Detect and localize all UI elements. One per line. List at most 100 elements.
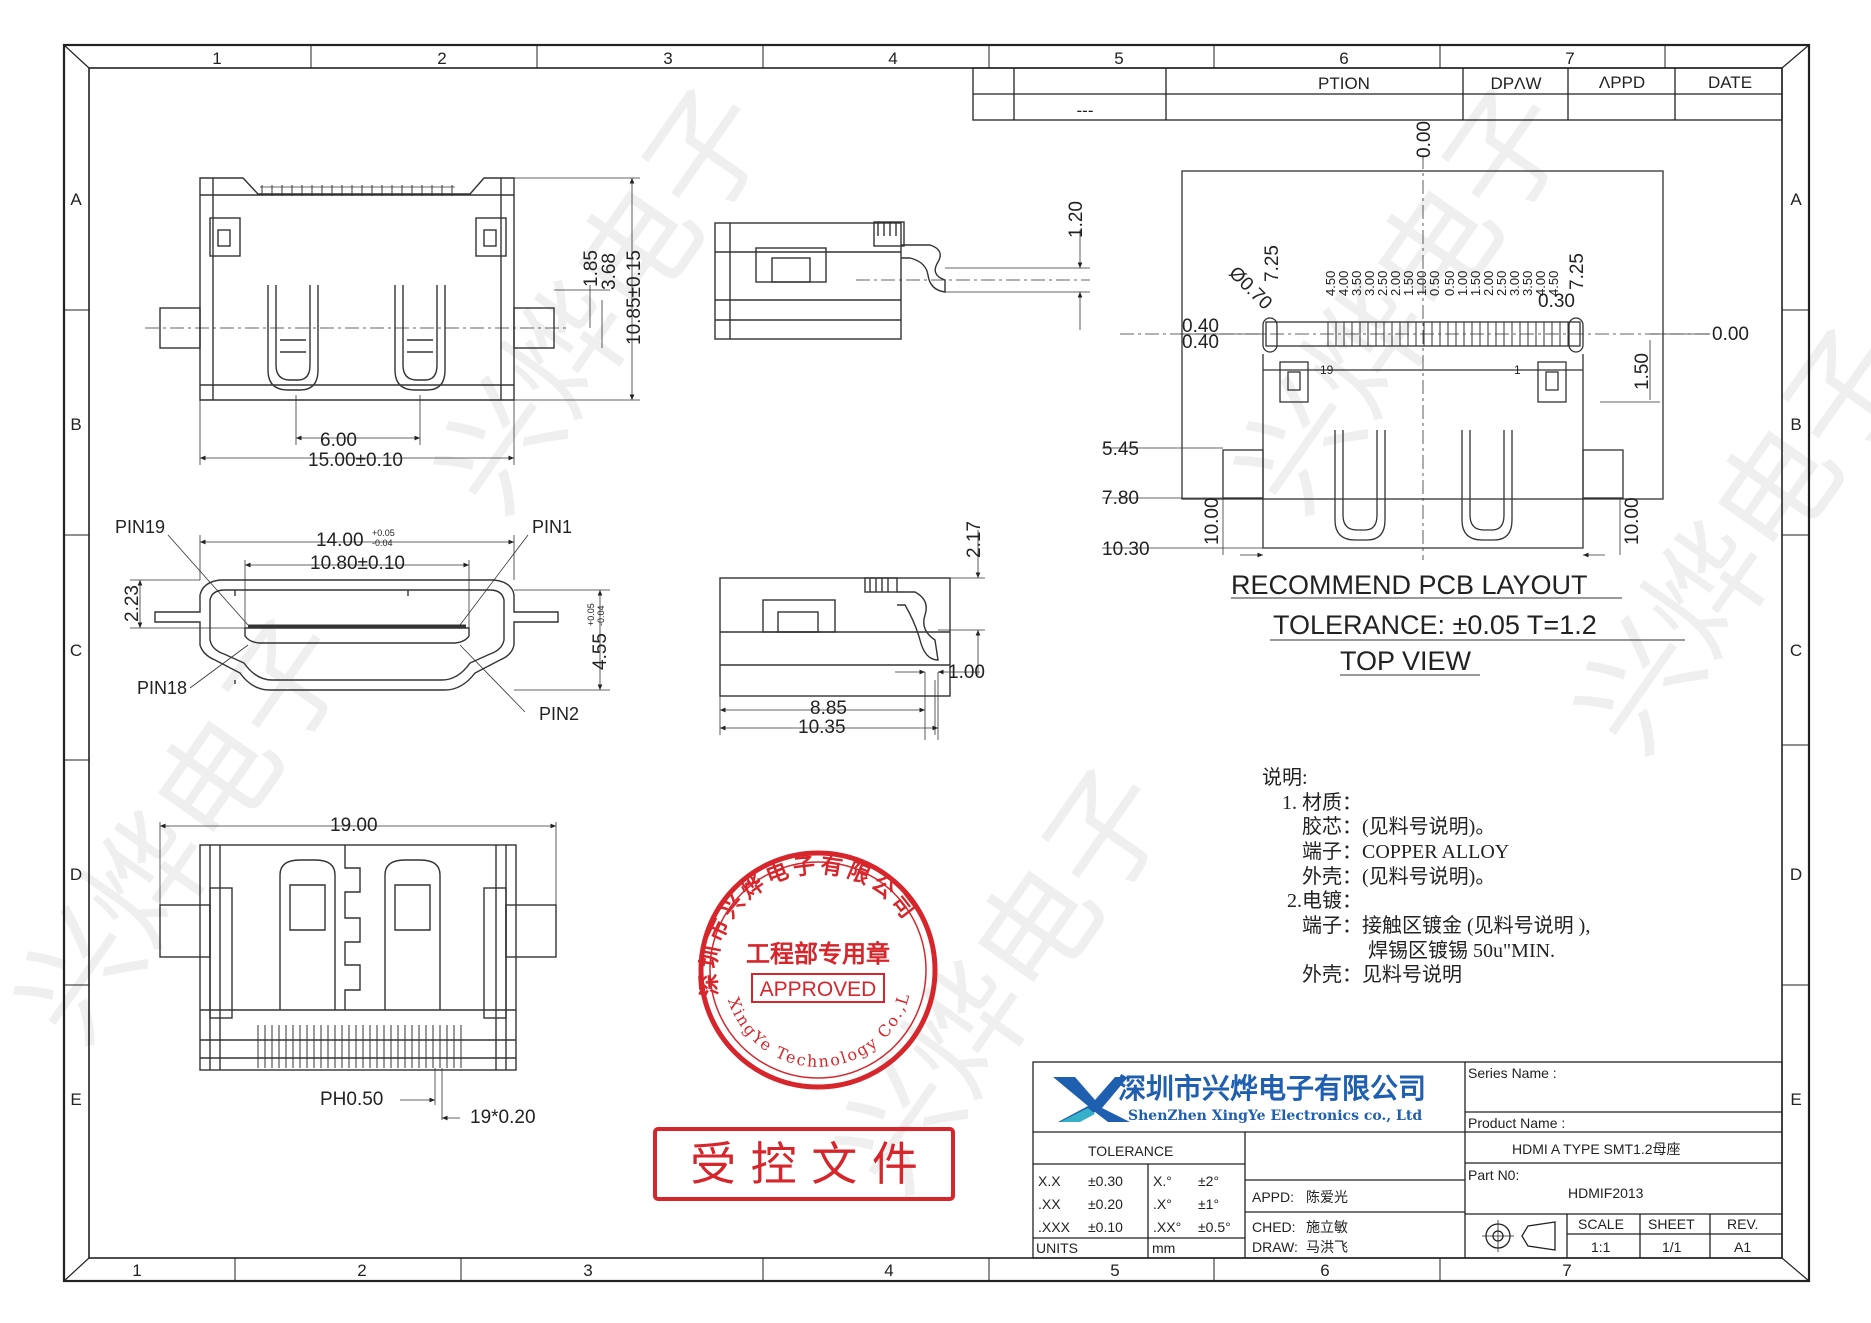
col-label: 5 <box>1114 49 1123 68</box>
pcb-col: 1.50 <box>1401 271 1416 296</box>
col-label: 1 <box>132 1261 141 1280</box>
dim-455: 4.55 <box>590 633 611 670</box>
stamp-approved: APPROVED <box>760 978 877 1001</box>
row-label: B <box>70 415 81 434</box>
tol-cell: ±1° <box>1198 1196 1219 1212</box>
col-label: 7 <box>1562 1261 1571 1280</box>
units-value: mm <box>1152 1240 1175 1256</box>
pcb-col: 2.50 <box>1494 271 1509 296</box>
pcb-title: RECOMMEND PCB LAYOUT <box>1231 570 1588 600</box>
pin19-label: PIN19 <box>115 517 165 537</box>
scale-value: 1:1 <box>1591 1239 1611 1255</box>
pcb-1000-left: 10.00 <box>1202 497 1223 545</box>
col-label: 3 <box>583 1261 592 1280</box>
pcb-view: TOP VIEW <box>1340 646 1472 676</box>
rev-header: PTION <box>1318 74 1370 93</box>
title-block <box>1032 1061 1783 1259</box>
border-frame <box>62 43 1811 1283</box>
pcb-col: 0.50 <box>1442 271 1457 296</box>
tol-cell: X.X <box>1038 1173 1061 1189</box>
col-label: 4 <box>888 49 897 68</box>
pcb-titles: RECOMMEND PCB LAYOUT TOLERANCE: ±0.05 T=… <box>1231 570 1597 676</box>
col-label: 1 <box>212 49 221 68</box>
notes-line: 外壳：见料号说明 <box>1302 963 1462 986</box>
draw-label: DRAW: <box>1252 1239 1298 1255</box>
tolerance-label: TOLERANCE <box>1088 1143 1173 1159</box>
pcb-col: 4.50 <box>1323 271 1338 296</box>
ched-label: CHED: <box>1252 1219 1296 1235</box>
row-label: B <box>1790 415 1801 434</box>
row-label: A <box>1790 190 1802 209</box>
col-label: 3 <box>663 49 672 68</box>
pcb-zero-top: 0.00 <box>1414 121 1435 158</box>
pcb-col: 0.50 <box>1427 271 1442 296</box>
pcb-1030: 10.30 <box>1102 539 1150 560</box>
pcb-col: 3.00 <box>1362 271 1377 296</box>
company-name-cn: 深圳市兴烨电子有限公司 <box>1118 1072 1426 1105</box>
pcb-tolerance: TOLERANCE: ±0.05 T=1.2 <box>1273 610 1597 640</box>
tol-cell: ±0.20 <box>1088 1196 1123 1212</box>
pcb-1000-right: 10.00 <box>1622 497 1643 545</box>
pcb-545: 5.45 <box>1102 439 1139 460</box>
notes-line: 端子：接触区镀金 (见料号说明 ), <box>1302 914 1590 937</box>
pcb-780: 7.80 <box>1102 488 1139 509</box>
controlled-stamp: 受 控 文 件 <box>653 1127 955 1201</box>
pcb-layout <box>1102 155 1710 676</box>
dim-185: 1.85 <box>581 250 602 287</box>
company-logo <box>1053 1077 1130 1122</box>
pcb-col: 4.00 <box>1336 271 1351 296</box>
col-label: 5 <box>1110 1261 1119 1280</box>
pcb-zero-right: 0.00 <box>1712 324 1749 345</box>
view-side-lower <box>719 530 985 740</box>
col-label: 4 <box>884 1261 893 1280</box>
scale-label: SCALE <box>1578 1216 1624 1232</box>
pcb-col: 2.00 <box>1481 271 1496 296</box>
pcb-030: 0.30 <box>1538 291 1575 312</box>
dim-6: 6.00 <box>320 430 357 451</box>
row-label: E <box>1790 1090 1801 1109</box>
pcb-040-a: 0.40 <box>1182 316 1219 337</box>
rev-label: REV. <box>1727 1216 1758 1232</box>
revision-table <box>972 67 1783 121</box>
pcb-col: 2.50 <box>1375 271 1390 296</box>
pcb-150: 1.50 <box>1632 353 1653 390</box>
pcb-725-left: 7.25 <box>1262 245 1283 282</box>
pcb-col: 4.50 <box>1546 271 1561 296</box>
product-name: HDMI A TYPE SMT1.2母座 <box>1512 1141 1681 1157</box>
notes-line: 胶芯：(见料号说明)。 <box>1302 815 1495 838</box>
pcb-col: 2.00 <box>1388 271 1403 296</box>
view1-dims: 6.00 15.00±0.10 1.85 3.68 10.85±0.15 <box>308 250 645 471</box>
frame-labels: 1 2 3 4 5 6 7 1 2 3 4 5 6 7 A B C D E A … <box>70 49 1802 1280</box>
notes-line: 外壳：(见料号说明)。 <box>1302 865 1495 888</box>
view4-dims: 2.17 1.00 8.85 10.35 <box>798 521 985 738</box>
rev-value: A1 <box>1734 1239 1751 1255</box>
view-side-upper <box>714 221 1090 340</box>
pcb-col: 3.50 <box>1349 271 1364 296</box>
ched-value: 施立敏 <box>1306 1219 1348 1235</box>
dim-14: 14.00 <box>316 530 364 551</box>
dim-368: 3.68 <box>599 253 620 290</box>
notes-block: 说明: 1. 材质： 胶芯：(见料号说明)。 端子：COPPER ALLOY 外… <box>1262 766 1590 986</box>
row-label: E <box>70 1090 81 1109</box>
tol-cell: .XX <box>1038 1196 1061 1212</box>
col-label: 6 <box>1339 49 1348 68</box>
pcb-col: 1.00 <box>1455 271 1470 296</box>
notes-line: 焊锡区镀锡 50u"MIN. <box>1368 939 1555 962</box>
company-name-en: ShenZhen XingYe Electronics co., Ltd <box>1128 1108 1422 1124</box>
dim-19x020: 19*0.20 <box>470 1107 536 1128</box>
row-label: D <box>1790 865 1802 884</box>
series-label: Series Name : <box>1468 1065 1557 1081</box>
dim-885: 8.85 <box>810 698 847 719</box>
dim-ph050: PH0.50 <box>320 1089 383 1110</box>
dim-455-tol-bot: -0.04 <box>596 605 606 626</box>
sheet-value: 1/1 <box>1662 1239 1682 1255</box>
tol-cell: .XX° <box>1153 1219 1181 1235</box>
notes-line: 1. 材质： <box>1282 791 1362 814</box>
tol-cell: .XXX <box>1038 1219 1071 1235</box>
rev-header: DATE <box>1708 73 1752 92</box>
tol-cell: ±2° <box>1198 1173 1219 1189</box>
col-label: 7 <box>1565 49 1574 68</box>
notes-line: 2.电镀： <box>1287 889 1362 912</box>
stamp-dept: 工程部专用章 <box>746 939 890 968</box>
